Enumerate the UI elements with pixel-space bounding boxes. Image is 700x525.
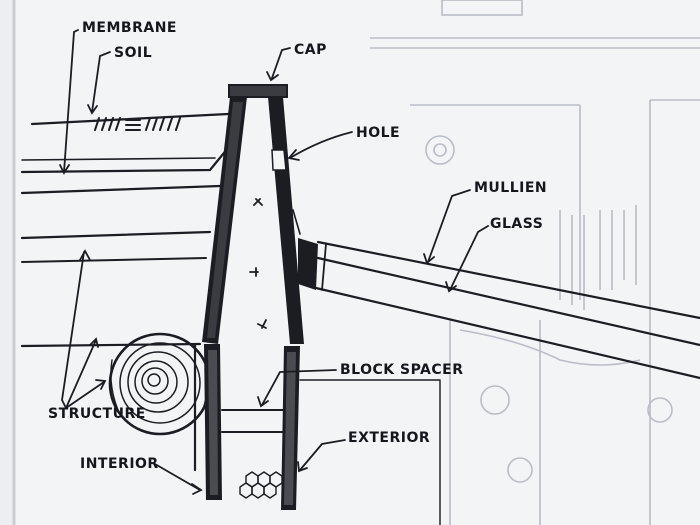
glazing (292, 209, 700, 380)
structure-arrowhead-3 (95, 379, 107, 390)
exterior-wall-hatch (284, 352, 296, 505)
membrane-leader (63, 29, 79, 173)
label-soil: SOIL (114, 45, 152, 61)
beam-line-2 (20, 230, 212, 240)
glass-line (316, 256, 700, 347)
label-exterior: EXTERIOR (348, 430, 430, 446)
beam-line-1 (20, 184, 222, 195)
leader-lines (59, 29, 489, 495)
cap-arrowhead (266, 71, 279, 82)
membrane-inner-line (21, 157, 216, 161)
mullion-bracket (298, 238, 318, 290)
label-glass: GLASS (490, 216, 543, 232)
interior-arrowhead (191, 483, 203, 495)
airflow-marks (249, 198, 267, 329)
labels: MEMBRANE SOIL CAP HOLE MULLIEN GLASS BLO… (48, 20, 547, 472)
hole-leader (289, 131, 353, 159)
structure-leader-1 (61, 251, 85, 409)
exterior-arrowhead (297, 461, 308, 473)
hole-arrowhead (287, 149, 300, 161)
label-mullien: MULLIEN (474, 180, 547, 196)
label-interior: INTERIOR (80, 456, 159, 472)
block-spacer-leader (261, 369, 337, 406)
mullien-leader (427, 189, 471, 263)
block-spacer (221, 409, 285, 433)
label-membrane: MEMBRANE (82, 20, 177, 36)
glass-leader (449, 225, 489, 291)
hole-opening (271, 149, 287, 171)
chimney-cap (228, 84, 288, 98)
label-block-spacer: BLOCK SPACER (340, 362, 464, 378)
label-structure: STRUCTURE (48, 406, 146, 422)
exterior-outline (299, 379, 441, 525)
gravel-pattern (239, 471, 283, 499)
exterior-leader (299, 439, 346, 471)
chimney-left-wall-hatch (207, 102, 243, 338)
beam-line-3 (21, 257, 207, 263)
membrane-arrowhead (59, 164, 70, 175)
structure-arrowhead-1 (79, 249, 91, 261)
structure-arrowhead-2 (89, 337, 99, 348)
block-spacer-arrowhead (257, 396, 269, 408)
soil-arrowhead (87, 104, 98, 115)
label-hole: HOLE (356, 125, 400, 141)
ground-layers (20, 112, 230, 174)
mullien-arrowhead (423, 253, 435, 265)
mullion-top-line (316, 240, 700, 320)
label-cap: CAP (294, 42, 327, 58)
mullion-bottom-line (314, 286, 700, 380)
interior-wall-hatch (208, 350, 218, 495)
soil-leader (91, 51, 111, 113)
interior-leader (154, 463, 201, 491)
chimney-pipe (202, 84, 304, 344)
lower-walls (204, 344, 441, 525)
structure-leader-2 (65, 339, 97, 409)
flashing-line (292, 209, 301, 235)
cap-leader (271, 47, 291, 79)
soil-hatching (94, 117, 181, 131)
sketchbook-page (14, 0, 700, 525)
glass-arrowhead (445, 281, 457, 293)
membrane-line (20, 146, 230, 174)
bleed-through-sketch (370, 0, 700, 525)
structure-leader-3 (65, 381, 105, 409)
mullion-end (321, 243, 327, 291)
